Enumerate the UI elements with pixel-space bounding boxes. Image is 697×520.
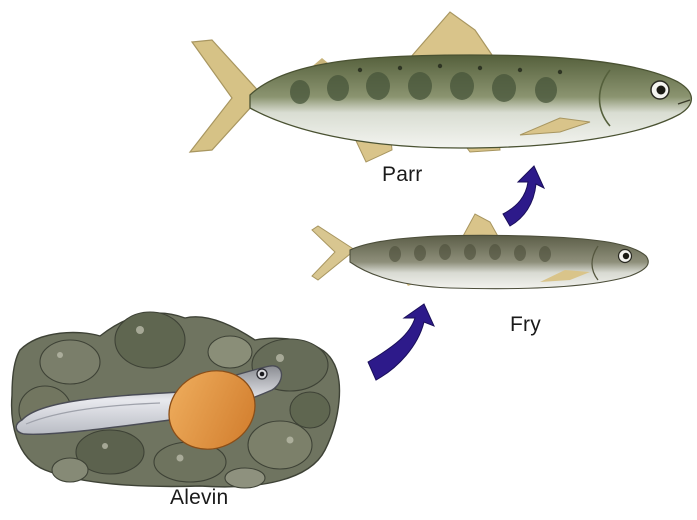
parr-label: Parr <box>382 163 422 187</box>
fry-label: Fry <box>510 313 541 337</box>
parr-fish-icon <box>190 12 691 162</box>
alevin-label: Alevin <box>170 486 228 510</box>
fry-fish-icon <box>312 214 648 289</box>
